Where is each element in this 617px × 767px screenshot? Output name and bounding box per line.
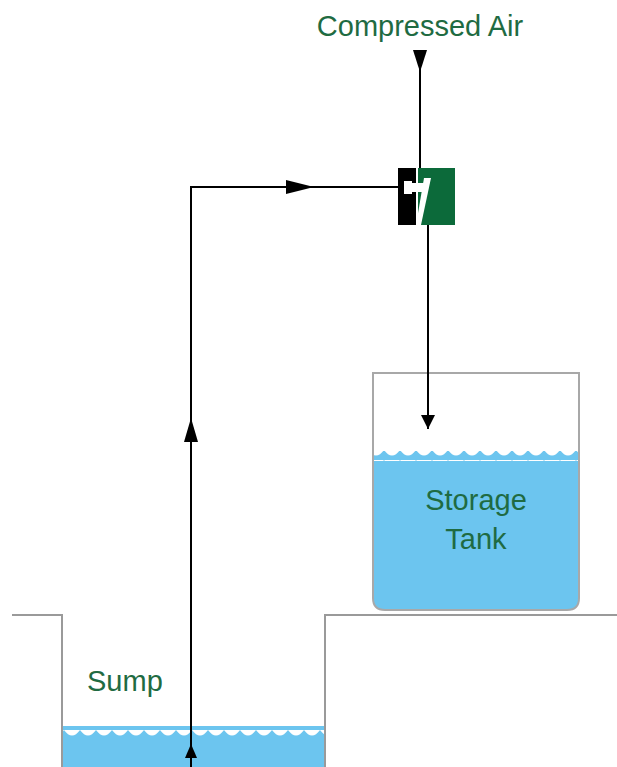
node-label: Storage Tank <box>406 481 546 559</box>
water-surface <box>63 726 324 736</box>
amplifier-gap <box>416 178 431 225</box>
water-surface <box>374 451 578 461</box>
amplifier-port <box>404 181 412 194</box>
node-label: Sump <box>87 662 207 701</box>
tank-water <box>373 455 579 610</box>
amplifier-body <box>398 168 416 225</box>
sump-pit: Sump <box>62 615 325 767</box>
flow-arrow <box>413 50 427 72</box>
supply-label: Compressed Air <box>317 10 523 43</box>
tank-outline <box>373 373 579 610</box>
pipe-connector <box>191 187 428 767</box>
storage-tank: Storage Tank <box>372 373 580 610</box>
ground-line <box>12 615 617 767</box>
